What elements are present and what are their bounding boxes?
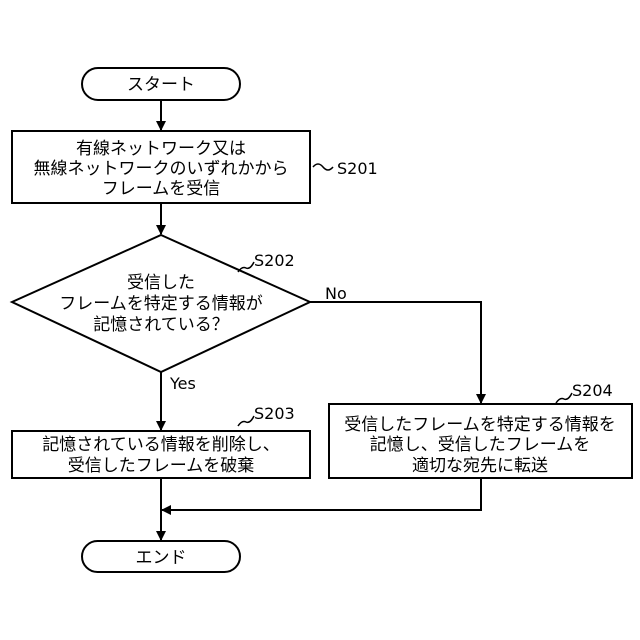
s201-step-label: S201 bbox=[337, 159, 378, 178]
s203-leader-wave bbox=[238, 416, 254, 426]
edge-s204-merge bbox=[162, 478, 481, 510]
s204-step-label: S204 bbox=[572, 381, 613, 400]
s202-line-1: 受信した bbox=[127, 273, 195, 293]
s201-leader-wave bbox=[313, 164, 333, 170]
s203-line-1: 記憶されている情報を削除し、 bbox=[42, 435, 280, 455]
edge-label-yes: Yes bbox=[169, 374, 196, 393]
s201-line-1: 有線ネットワーク又は bbox=[76, 139, 246, 159]
s204-line-1: 受信したフレームを特定する情報を bbox=[344, 415, 616, 435]
end-label: エンド bbox=[136, 548, 187, 568]
s202-line-3: 記憶されている？ bbox=[93, 315, 229, 335]
edge-s202-s204 bbox=[310, 302, 481, 403]
s204-line-3: 適切な宛先に転送 bbox=[412, 456, 548, 476]
s202-line-2: フレームを特定する情報が bbox=[59, 294, 263, 314]
s204-leader-wave bbox=[556, 393, 572, 403]
edge-label-no: No bbox=[325, 284, 347, 303]
s201-line-3: フレームを受信 bbox=[102, 179, 221, 199]
s201-line-2: 無線ネットワークのいずれかから bbox=[34, 159, 289, 179]
s202-step-label: S202 bbox=[254, 251, 295, 270]
s203-step-label: S203 bbox=[254, 404, 295, 423]
start-label: スタート bbox=[127, 75, 195, 95]
s203-line-2: 受信したフレームを破棄 bbox=[68, 456, 255, 476]
s204-line-2: 記憶し、受信したフレームを bbox=[370, 435, 591, 455]
